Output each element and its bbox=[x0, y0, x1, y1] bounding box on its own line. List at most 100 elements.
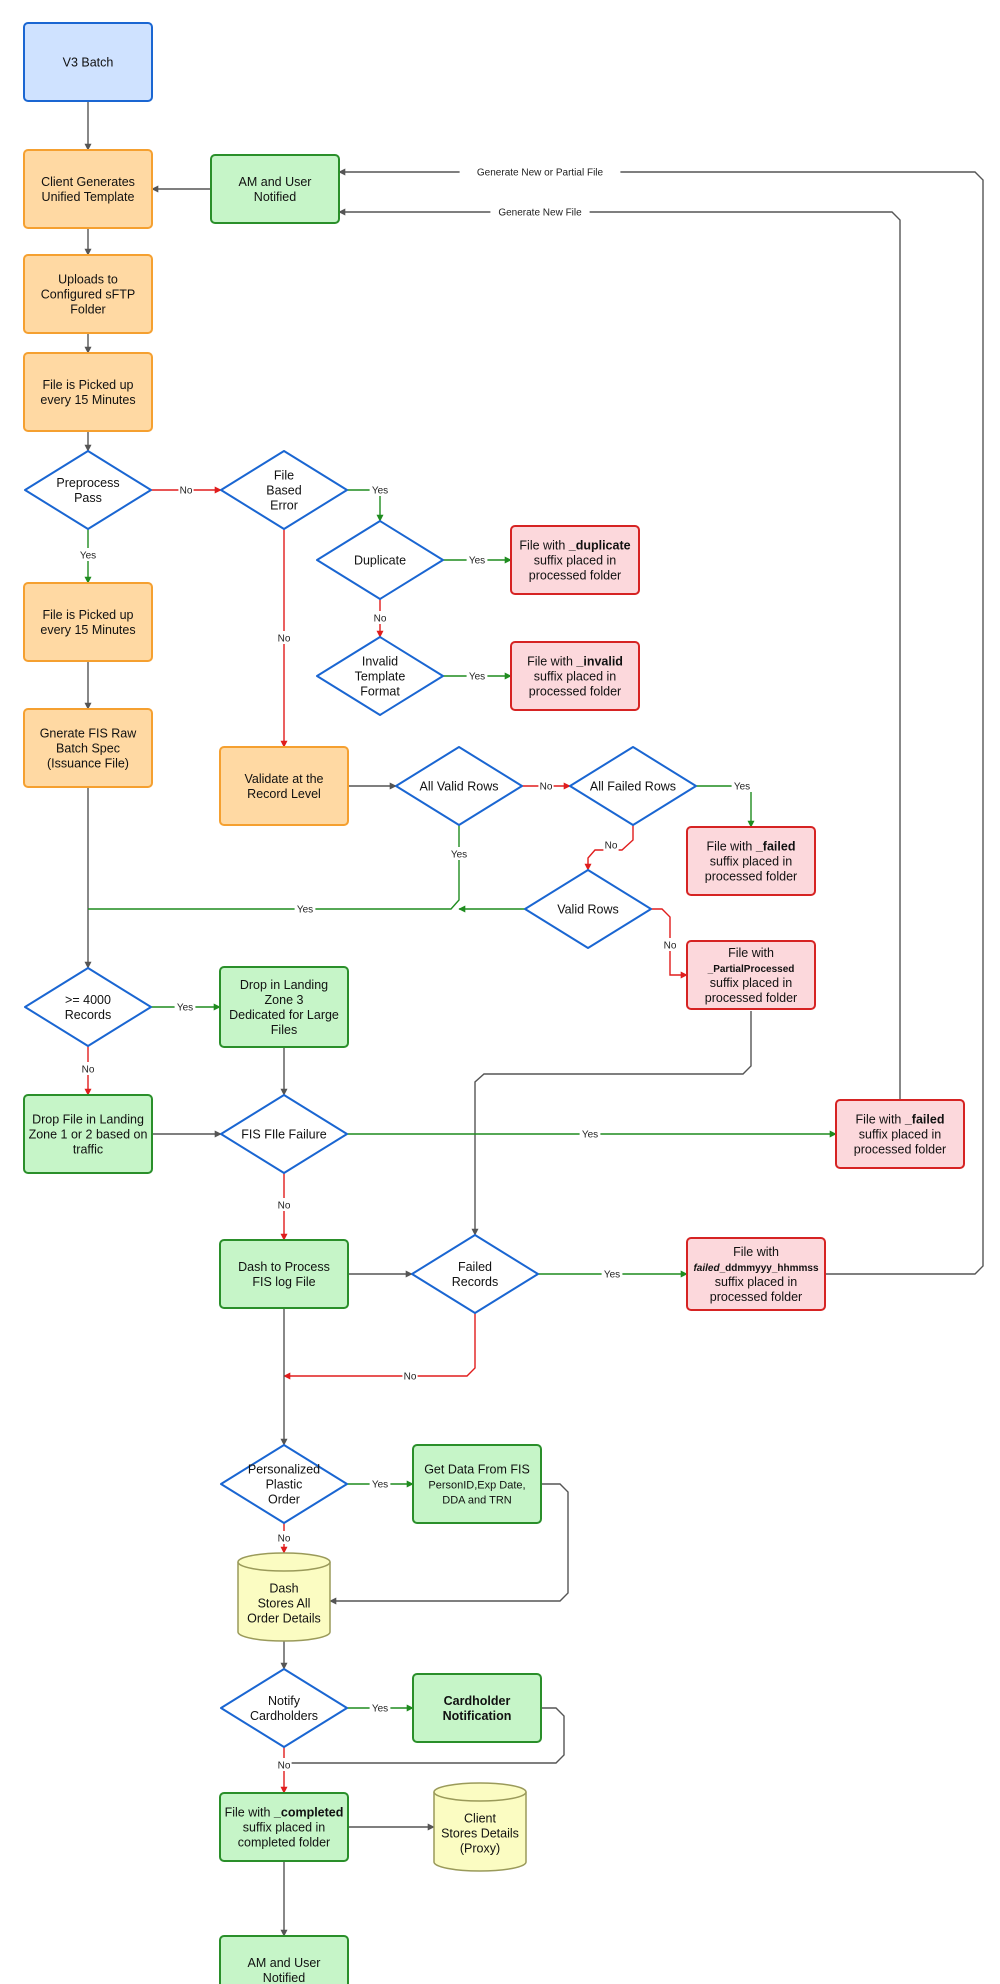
node-allfailed-diamond bbox=[569, 746, 697, 826]
node-failedfile1-line-0: File with _failed bbox=[707, 840, 796, 854]
node-invfile-line-0: File with _invalid bbox=[527, 655, 623, 669]
edge-label-filebased-duplicate: Yes bbox=[369, 483, 391, 497]
node-duplicate-diamond bbox=[316, 520, 444, 600]
node-pickup1-line-1: every 15 Minutes bbox=[40, 393, 135, 407]
node-failedddm-line-1: failed_ddmmyyy_hhmmss bbox=[693, 1263, 818, 1274]
node-dupfile-line-0: File with _duplicate bbox=[519, 539, 630, 553]
node-chnotif-line-0: Cardholder bbox=[444, 1694, 511, 1708]
svg-text:Yes: Yes bbox=[297, 905, 313, 916]
edge-partial-failedrecords bbox=[471, 1011, 752, 1236]
node-failedfile1-box bbox=[686, 826, 816, 896]
node-zone12-line-1: Zone 1 or 2 based on bbox=[29, 1128, 148, 1142]
node-amuser2-line-1: Notified bbox=[263, 1971, 305, 1984]
edge-label-prepass-filebased: No bbox=[178, 483, 194, 497]
node-validate-line-0: Validate at the bbox=[245, 772, 324, 786]
node-amuser2-line-0: AM and User bbox=[248, 1956, 321, 1970]
node-getdata-line-0: Get Data From FIS bbox=[424, 1463, 530, 1477]
node-pickup1-box bbox=[23, 352, 153, 432]
node-pickup2-box bbox=[23, 582, 153, 662]
node-dashstores-line-2: Order Details bbox=[247, 1612, 321, 1626]
node-dupfile-line-1: suffix placed in bbox=[534, 554, 617, 568]
node-dashstores-line-1: Stores All bbox=[258, 1597, 311, 1611]
node-zone3-line-3: Files bbox=[271, 1023, 297, 1037]
svg-text:No: No bbox=[664, 941, 677, 952]
node-zone12-line-2: traffic bbox=[73, 1143, 103, 1157]
node-completed-line-1: suffix placed in bbox=[243, 1821, 326, 1835]
node-uploads-box bbox=[23, 254, 153, 334]
node-genfis-line-1: Batch Spec bbox=[56, 742, 120, 756]
node-failedddm-line-0: File with bbox=[733, 1245, 779, 1259]
node-pickup2-line-0: File is Picked up bbox=[42, 608, 133, 622]
node-plastic-line-1: Plastic bbox=[266, 1478, 303, 1492]
node-failedddm-line-3: processed folder bbox=[710, 1290, 802, 1304]
node-zone3-line-0: Drop in Landing bbox=[240, 978, 328, 992]
node-invalidfmt-line-0: Invalid bbox=[362, 655, 398, 669]
edge-label-fisfailure-failedfile2: Yes bbox=[579, 1127, 601, 1141]
edge-getdata-dashstores bbox=[329, 1483, 569, 1605]
edge-label-notify-completed: No bbox=[276, 1758, 292, 1772]
node-clientstores-cylinder-top bbox=[433, 1782, 527, 1802]
edge-label-plastic-getdata: Yes bbox=[369, 1477, 391, 1491]
svg-text:No: No bbox=[278, 634, 291, 645]
svg-text:Yes: Yes bbox=[469, 672, 485, 683]
node-dupfile-line-2: processed folder bbox=[529, 569, 621, 583]
node-partialfile-line-2: suffix placed in bbox=[710, 976, 793, 990]
node-getdata-line-1: PersonID,Exp Date, bbox=[428, 1480, 525, 1492]
node-allvalid-line-0: All Valid Rows bbox=[420, 780, 499, 794]
node-failedfile1-line-2: processed folder bbox=[705, 870, 797, 884]
svg-text:No: No bbox=[404, 1372, 417, 1383]
node-v3-box bbox=[23, 22, 153, 102]
svg-text:Yes: Yes bbox=[372, 1704, 388, 1715]
node-genfis-line-2: (Issuance File) bbox=[47, 757, 129, 771]
svg-text:Yes: Yes bbox=[451, 850, 467, 861]
node-allvalid: All Valid Rows bbox=[395, 746, 523, 826]
node-client-box bbox=[23, 149, 153, 229]
edge-label-allvalid-allfailed: No bbox=[538, 779, 554, 793]
node-invfile-line-1: suffix placed in bbox=[534, 670, 617, 684]
node-clientstores-cylinder bbox=[433, 1792, 527, 1872]
node-completed-line-0: File with _completed bbox=[225, 1806, 344, 1820]
node-getdata-box bbox=[412, 1444, 542, 1524]
svg-text:Yes: Yes bbox=[372, 486, 388, 497]
node-zone3-line-1: Zone 3 bbox=[265, 993, 304, 1007]
node-dashstores-line-0: Dash bbox=[269, 1582, 298, 1596]
svg-text:No: No bbox=[605, 841, 618, 852]
node-invfile-box bbox=[510, 641, 640, 711]
edge-failedddm-amuser bbox=[338, 168, 984, 1275]
svg-text:Yes: Yes bbox=[177, 1003, 193, 1014]
node-notify-diamond bbox=[220, 1668, 348, 1748]
node-client-line-1: Unified Template bbox=[42, 190, 135, 204]
node-clientstores-line-1: Stores Details bbox=[441, 1827, 519, 1841]
node-validate-line-1: Record Level bbox=[247, 787, 321, 801]
edge-failedrecords-merge bbox=[283, 1313, 476, 1380]
node-dashstores-cylinder-top bbox=[237, 1552, 331, 1572]
node-amuser1-line-1: Notified bbox=[254, 190, 296, 204]
node-invalidfmt-line-1: Template bbox=[355, 670, 406, 684]
node-prepass-diamond bbox=[24, 450, 152, 530]
node-v3: V3 Batch bbox=[23, 22, 153, 102]
svg-text:No: No bbox=[540, 782, 553, 793]
node-duplicate-line-0: Duplicate bbox=[354, 554, 406, 568]
svg-text:Yes: Yes bbox=[582, 1130, 598, 1141]
node-chnotif-box bbox=[412, 1673, 542, 1743]
node-duplicate: Duplicate bbox=[316, 520, 444, 600]
node-records4000-line-1: Records bbox=[65, 1008, 112, 1022]
node-failedfile2-line-2: processed folder bbox=[854, 1143, 946, 1157]
node-pickup2-line-1: every 15 Minutes bbox=[40, 623, 135, 637]
edge-layer bbox=[84, 101, 984, 1937]
node-getdata-line-2: DDA and TRN bbox=[442, 1495, 512, 1507]
